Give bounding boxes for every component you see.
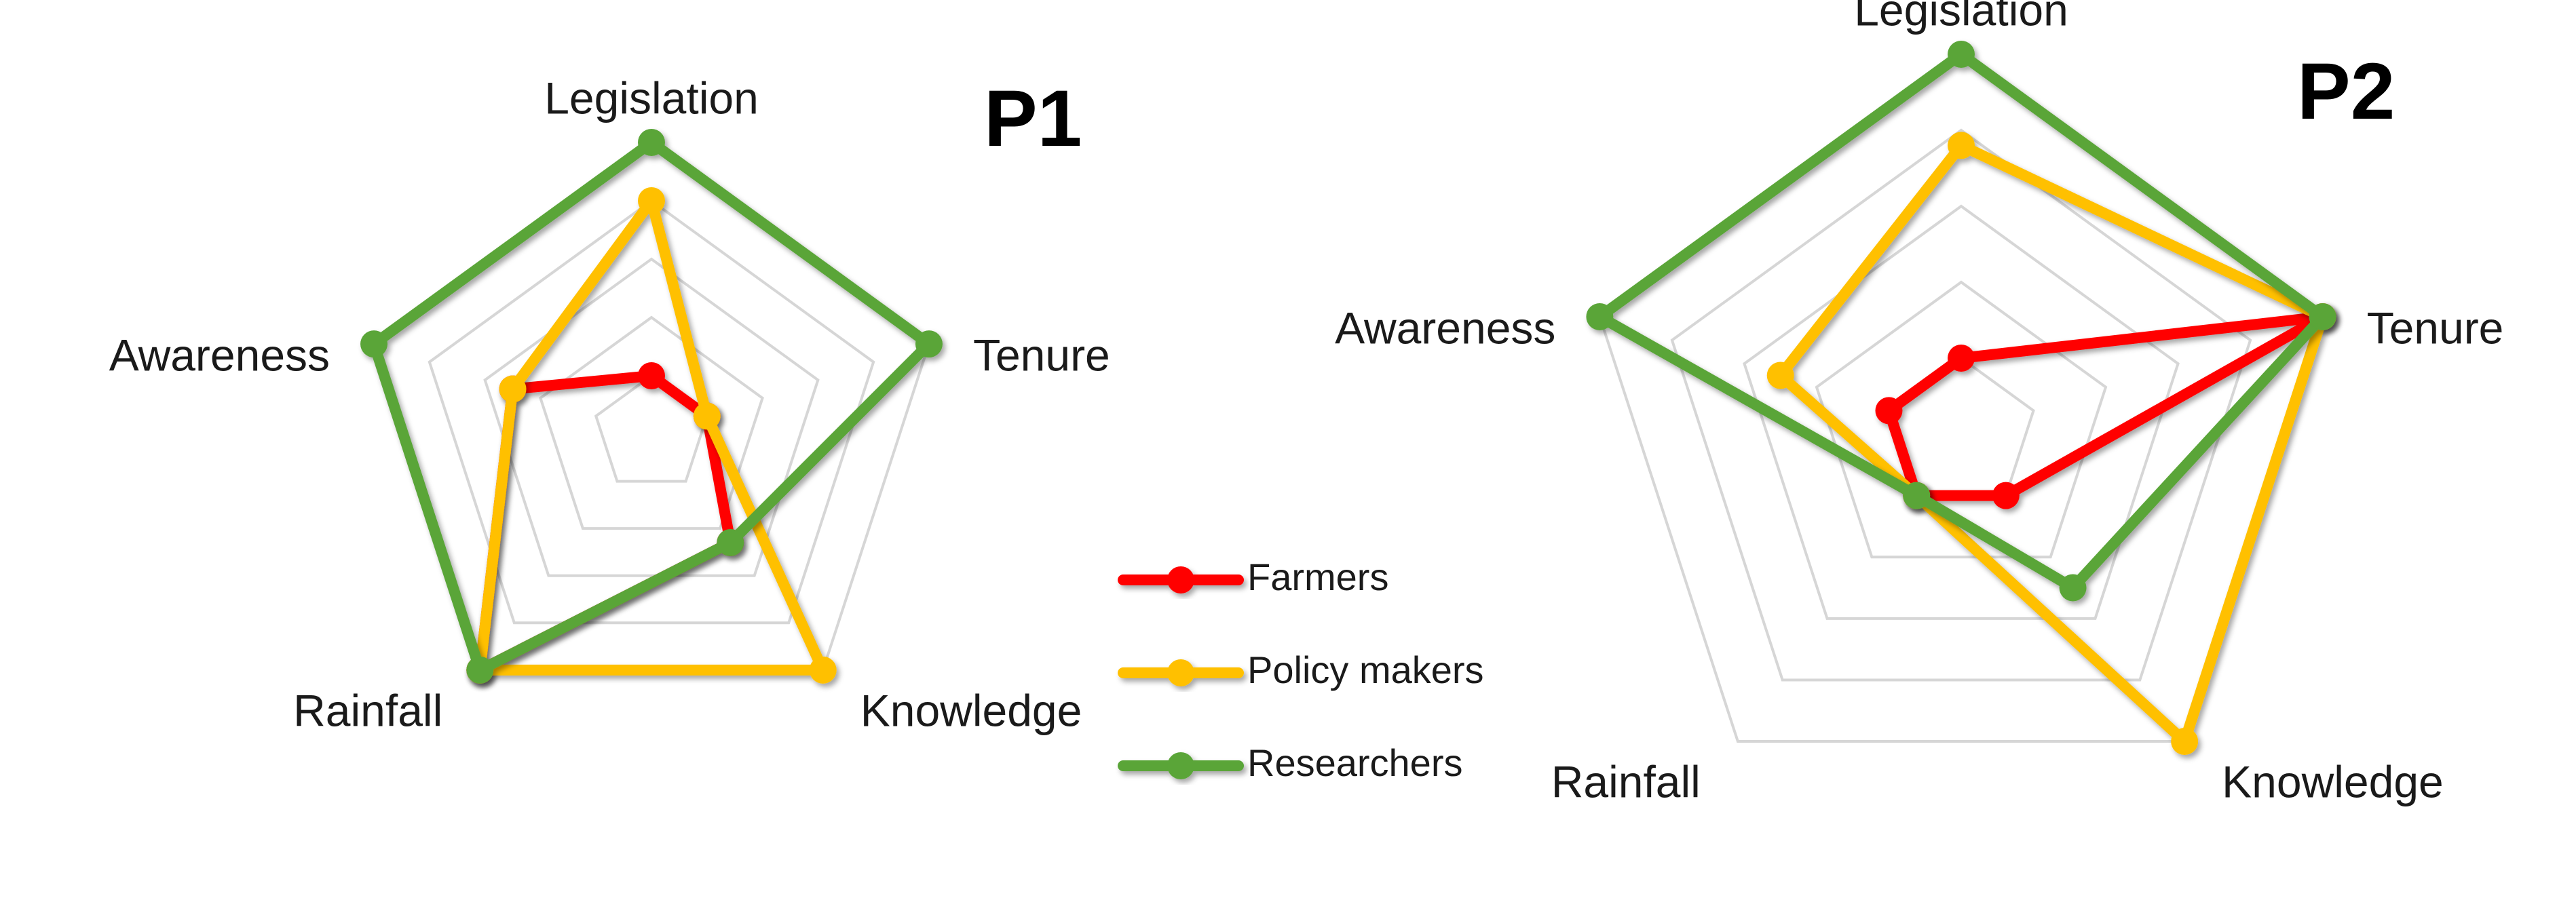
panel-title: P2 bbox=[2297, 47, 2395, 136]
data-point bbox=[1766, 362, 1794, 389]
series-policy-makers bbox=[466, 187, 837, 684]
axis-label-rainfall: Rainfall bbox=[293, 685, 442, 735]
legend-swatch bbox=[1118, 659, 1244, 686]
series-line bbox=[368, 137, 934, 676]
legend-item-researchers: Researchers bbox=[1118, 741, 1462, 784]
legend-swatch bbox=[1118, 566, 1244, 593]
grid-ring bbox=[539, 315, 764, 530]
legend-swatch-marker bbox=[1167, 659, 1194, 686]
data-point bbox=[1948, 41, 1975, 68]
axis-label-rainfall: Rainfall bbox=[1551, 756, 1701, 806]
data-point bbox=[2059, 574, 2087, 602]
grid-ring bbox=[594, 374, 709, 483]
grid-ring bbox=[1670, 128, 2252, 682]
axis-label-tenure: Tenure bbox=[973, 330, 1110, 381]
data-point bbox=[1586, 303, 1614, 330]
data-point bbox=[2171, 728, 2199, 756]
legend-item-farmers: Farmers bbox=[1118, 556, 1388, 598]
legend-label: Policy makers bbox=[1247, 648, 1484, 691]
legend-label: Farmers bbox=[1247, 556, 1388, 598]
series-line bbox=[1594, 49, 2328, 593]
data-point bbox=[809, 656, 837, 684]
data-point bbox=[1992, 482, 2020, 509]
grid-ring bbox=[483, 257, 820, 577]
axis-label-knowledge: Knowledge bbox=[860, 685, 1082, 735]
panel-title: P1 bbox=[984, 74, 1082, 163]
series-line bbox=[1775, 140, 2328, 747]
data-point bbox=[1948, 132, 1975, 159]
legend-item-policy-makers: Policy makers bbox=[1118, 648, 1484, 691]
data-point bbox=[499, 375, 527, 403]
axis-label-tenure: Tenure bbox=[2367, 303, 2504, 353]
legend-swatch-marker bbox=[1167, 566, 1194, 593]
series-line bbox=[1883, 311, 2328, 501]
series-researchers bbox=[1586, 41, 2336, 602]
data-point bbox=[1903, 482, 1931, 509]
data-point bbox=[2309, 303, 2336, 330]
legend-swatch-marker bbox=[1167, 752, 1194, 779]
data-point bbox=[1875, 397, 1903, 425]
data-point bbox=[466, 656, 494, 684]
data-point bbox=[638, 187, 665, 214]
data-point bbox=[1948, 345, 1975, 372]
series-researchers bbox=[360, 129, 943, 684]
series-line bbox=[474, 370, 736, 676]
axis-label-awareness: Awareness bbox=[109, 330, 330, 381]
data-point bbox=[638, 129, 665, 156]
data-point bbox=[717, 529, 744, 557]
axis-label-legislation: Legislation bbox=[544, 73, 759, 123]
axis-label-knowledge: Knowledge bbox=[2222, 756, 2444, 806]
legend-swatch bbox=[1118, 752, 1244, 779]
grid-ring bbox=[428, 199, 875, 625]
series-policy-makers bbox=[1766, 132, 2336, 756]
data-point bbox=[693, 402, 721, 430]
data-point bbox=[915, 330, 943, 358]
axis-label-awareness: Awareness bbox=[1335, 303, 1555, 353]
legend-label: Researchers bbox=[1247, 741, 1462, 784]
series-line bbox=[474, 195, 829, 676]
axis-label-legislation: Legislation bbox=[1854, 0, 2068, 35]
data-point bbox=[638, 362, 665, 389]
data-point bbox=[360, 330, 388, 358]
grid-ring bbox=[1815, 280, 2108, 559]
